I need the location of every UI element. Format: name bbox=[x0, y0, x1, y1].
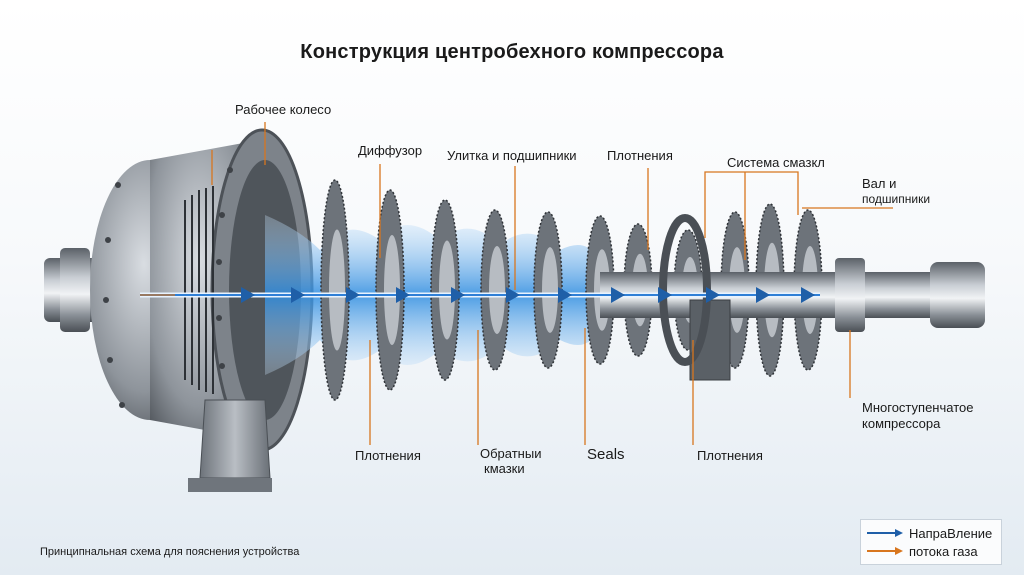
legend: НапраВление потока газа bbox=[860, 519, 1002, 565]
flow-arrowheads bbox=[241, 287, 815, 303]
flow-arrowhead bbox=[658, 287, 672, 303]
flow-arrowhead bbox=[611, 287, 625, 303]
shaft-right-collar bbox=[835, 258, 865, 332]
stage-disc bbox=[320, 179, 350, 401]
legend-row-flow: НапраВление bbox=[867, 525, 992, 541]
caption: Принципнальная схема для пояснения устро… bbox=[40, 546, 300, 558]
flow-arrowhead bbox=[396, 287, 410, 303]
label-return-line2: кмазки bbox=[484, 461, 525, 476]
label-seals-top: Плотнения bbox=[607, 148, 673, 163]
flow-arrowhead bbox=[241, 287, 255, 303]
flow-arrowhead bbox=[346, 287, 360, 303]
legend-row-gas: потока газа bbox=[867, 543, 978, 559]
shaft-left-collar bbox=[60, 248, 90, 332]
stage-disc bbox=[533, 211, 563, 369]
legend-flow-label: НапраВление bbox=[909, 525, 993, 541]
flow-arrowhead bbox=[558, 287, 572, 303]
blue-arrow-icon bbox=[867, 529, 903, 537]
stage-disc bbox=[375, 189, 405, 391]
orange-arrow-icon bbox=[867, 547, 903, 555]
flow-arrowhead bbox=[506, 287, 520, 303]
label-volute-bearings: Улитка и подшипники bbox=[447, 148, 577, 163]
flow-arrowhead bbox=[706, 287, 720, 303]
label-seals-bottom-left: Плотнения bbox=[355, 448, 421, 463]
housing-bolts bbox=[103, 167, 233, 413]
page-title: Конструкция центробехного компрессора bbox=[300, 41, 724, 63]
label-return-line1: Обратныи bbox=[480, 446, 542, 461]
flow-arrowhead bbox=[291, 287, 305, 303]
label-multistage-line2: компрессора bbox=[862, 416, 941, 431]
legend-gas-label: потока газа bbox=[909, 543, 978, 559]
flow-arrowhead bbox=[756, 287, 770, 303]
support-base bbox=[188, 478, 272, 492]
label-shaft-bearings-line1: Вал и bbox=[862, 176, 897, 191]
stage-disc bbox=[480, 209, 510, 371]
label-multistage-line1: Многоступенчатое bbox=[862, 400, 974, 415]
label-impeller: Рабочее колесо bbox=[235, 102, 332, 117]
label-lube-system: Система смазкл bbox=[727, 155, 825, 170]
label-seals-bottom-right: Плотнения bbox=[697, 448, 763, 463]
flow-arrowhead bbox=[451, 287, 465, 303]
shaft-right-stub bbox=[930, 262, 985, 328]
label-diffuser: Диффузор bbox=[358, 143, 423, 158]
inlet-guide-vanes bbox=[184, 186, 214, 394]
leader-lines bbox=[140, 122, 893, 445]
label-seals-en: Seals bbox=[587, 446, 625, 463]
stage-disc bbox=[430, 199, 460, 381]
label-shaft-bearings-line2: подшипники bbox=[862, 192, 931, 206]
support-foot bbox=[199, 399, 271, 479]
flow-arrowhead bbox=[801, 287, 815, 303]
